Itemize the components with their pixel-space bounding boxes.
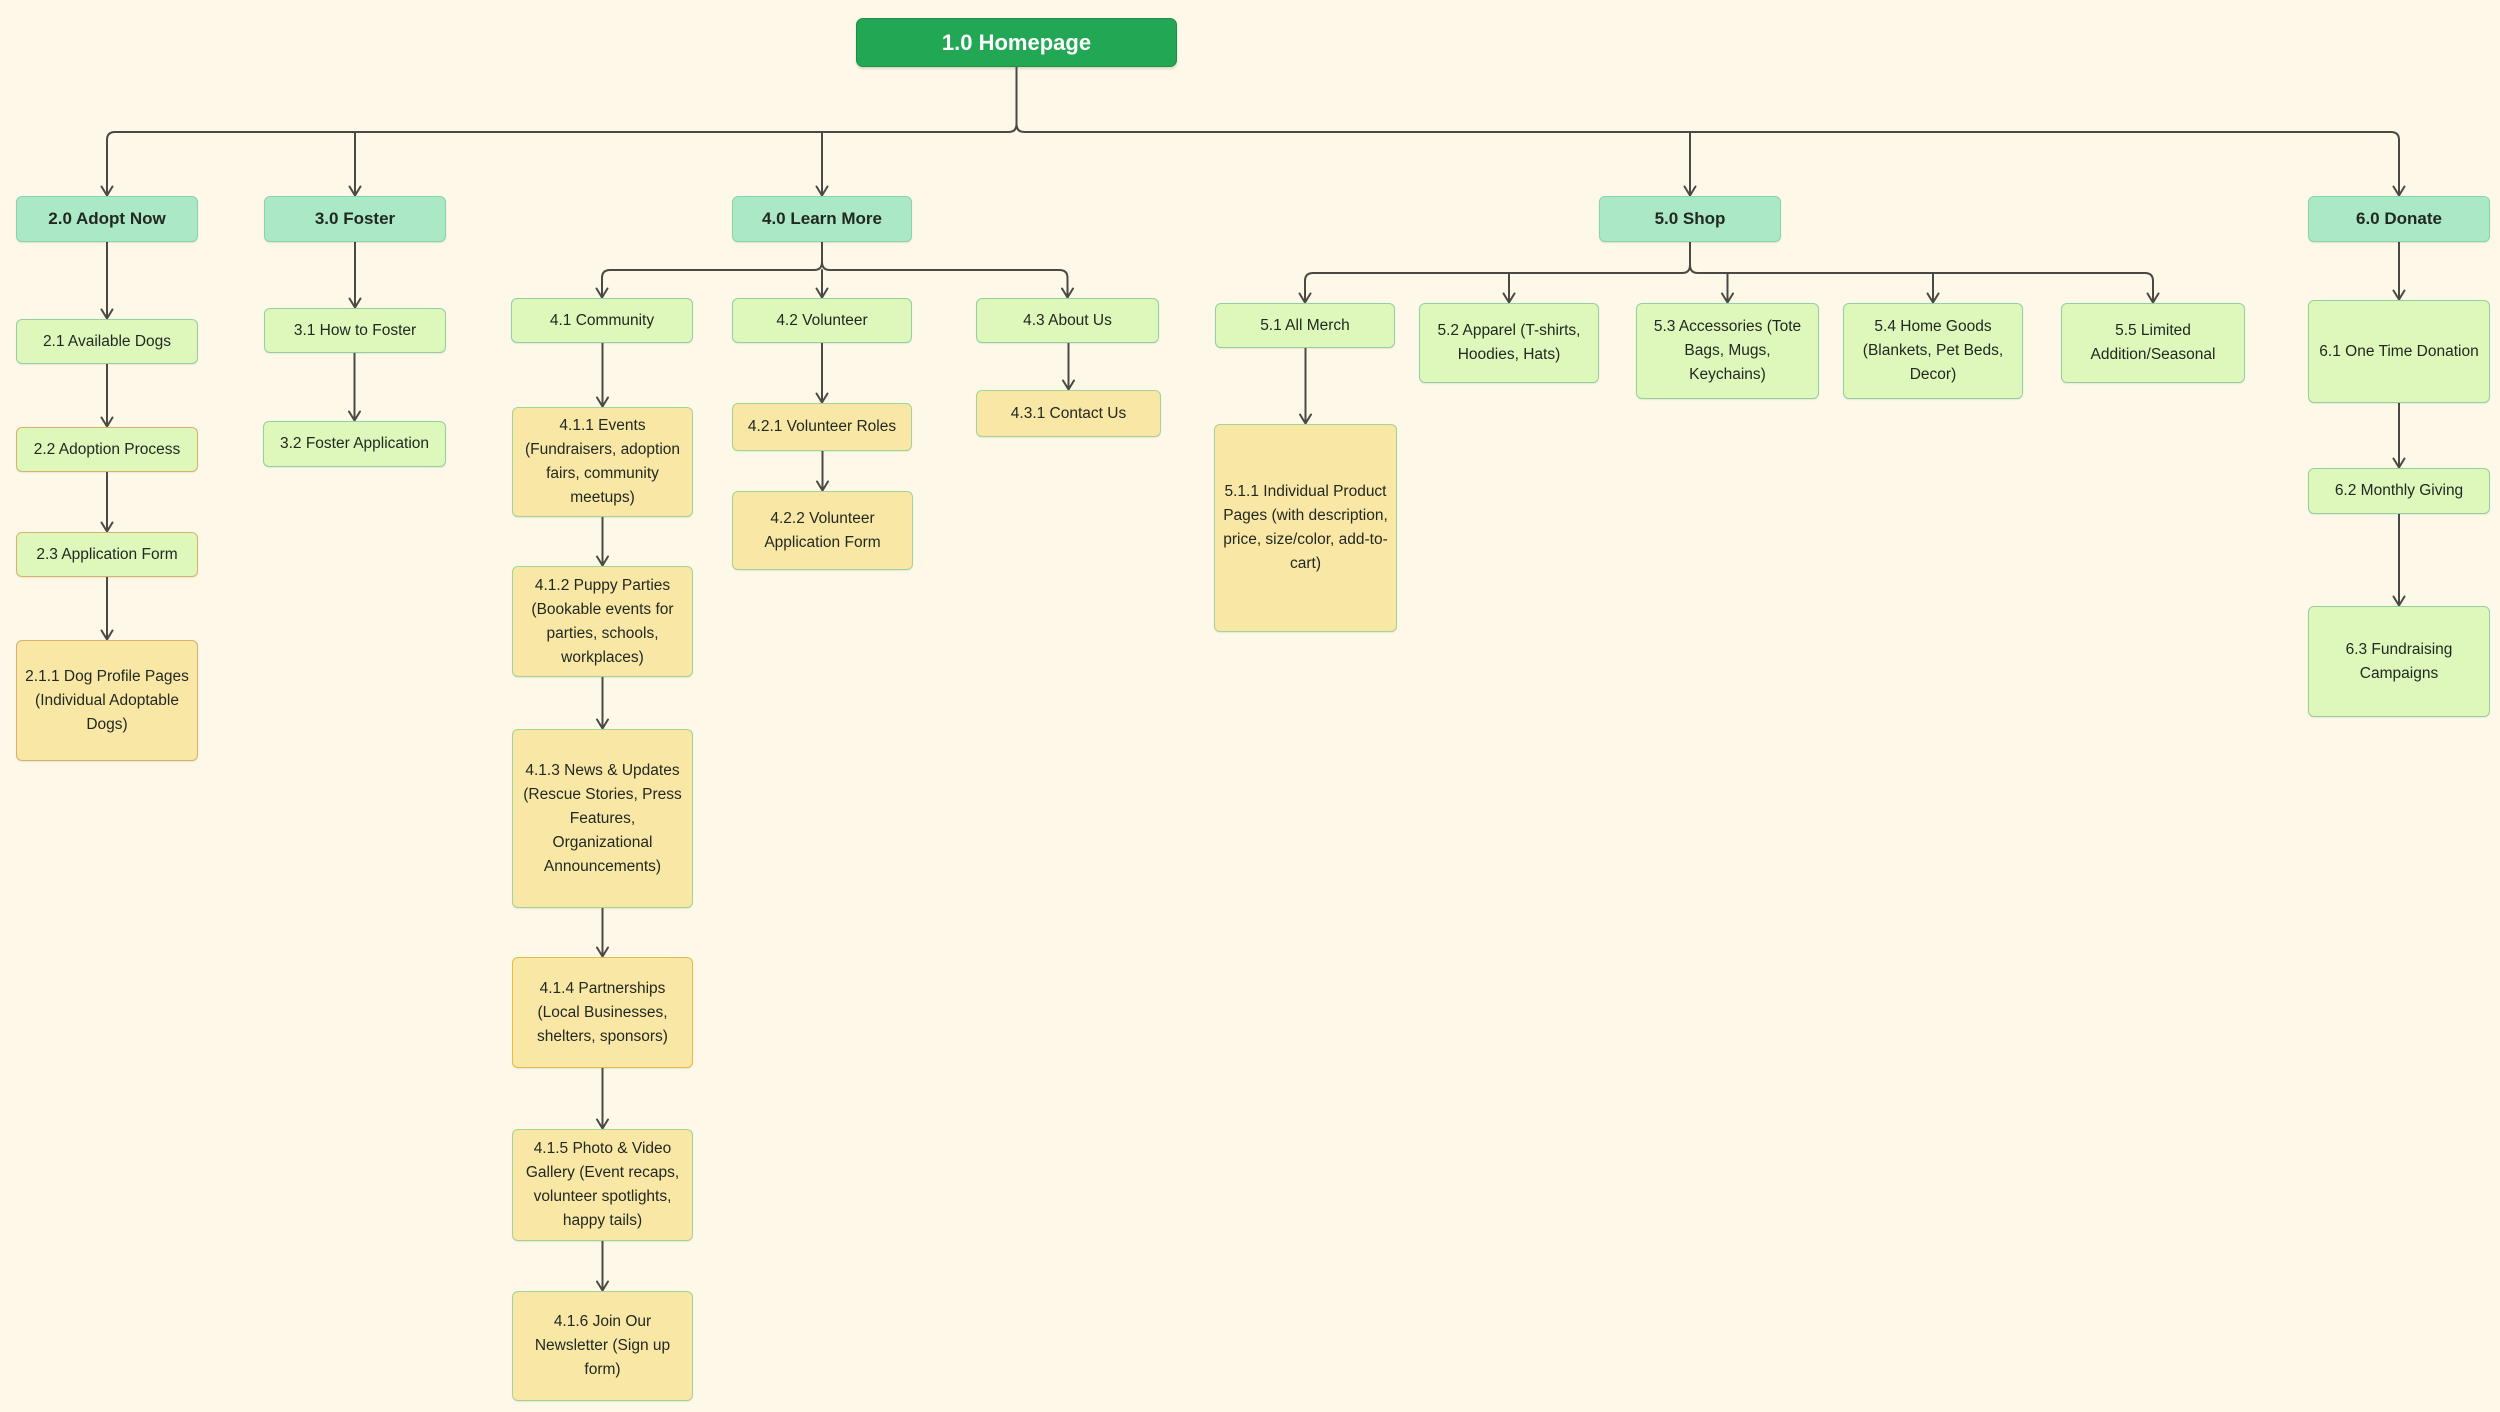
node-5-2-apparel: 5.2 Apparel (T-shirts, Hoodies, Hats) [1419, 303, 1599, 383]
node-4-0-learn-more: 4.0 Learn More [732, 196, 912, 242]
node-4-1-community: 4.1 Community [511, 298, 693, 343]
node-4-2-1-volunteer-roles: 4.2.1 Volunteer Roles [732, 403, 912, 451]
node-5-1-all-merch: 5.1 All Merch [1215, 303, 1395, 348]
node-4-1-5-photo-video-gallery: 4.1.5 Photo & Video Gallery (Event recap… [512, 1129, 693, 1241]
node-5-0-shop: 5.0 Shop [1599, 196, 1781, 242]
node-3-0-foster: 3.0 Foster [264, 196, 446, 242]
node-1-0-homepage: 1.0 Homepage [856, 18, 1177, 67]
node-2-3-application-form: 2.3 Application Form [16, 532, 198, 577]
node-3-2-foster-application: 3.2 Foster Application [263, 421, 446, 467]
node-5-4-home-goods: 5.4 Home Goods (Blankets, Pet Beds, Deco… [1843, 303, 2023, 399]
node-4-3-about-us: 4.3 About Us [976, 298, 1159, 343]
node-2-1-1-dog-profile-pages: 2.1.1 Dog Profile Pages (Individual Adop… [16, 640, 198, 761]
node-2-2-adoption-process: 2.2 Adoption Process [16, 427, 198, 472]
node-4-1-4-partnerships: 4.1.4 Partnerships (Local Businesses, sh… [512, 957, 693, 1068]
node-5-3-accessories: 5.3 Accessories (Tote Bags, Mugs, Keycha… [1636, 303, 1819, 399]
node-5-1-1-individual-product-pages: 5.1.1 Individual Product Pages (with des… [1214, 424, 1397, 632]
node-2-1-available-dogs: 2.1 Available Dogs [16, 319, 198, 364]
node-3-1-how-to-foster: 3.1 How to Foster [264, 308, 446, 353]
node-4-2-2-volunteer-application-form: 4.2.2 Volunteer Application Form [732, 491, 913, 570]
node-4-3-1-contact-us: 4.3.1 Contact Us [976, 390, 1161, 437]
node-4-1-2-puppy-parties: 4.1.2 Puppy Parties (Bookable events for… [512, 566, 693, 677]
node-4-1-3-news-and-updates: 4.1.3 News & Updates (Rescue Stories, Pr… [512, 729, 693, 908]
node-4-2-volunteer: 4.2 Volunteer [732, 298, 912, 343]
node-6-0-donate: 6.0 Donate [2308, 196, 2490, 242]
node-4-1-1-events: 4.1.1 Events (Fundraisers, adoption fair… [512, 407, 693, 517]
node-6-1-one-time-donation: 6.1 One Time Donation [2308, 300, 2490, 403]
node-4-1-6-join-our-newsletter: 4.1.6 Join Our Newsletter (Sign up form) [512, 1291, 693, 1401]
node-2-0-adopt-now: 2.0 Adopt Now [16, 196, 198, 242]
node-6-2-monthly-giving: 6.2 Monthly Giving [2308, 468, 2490, 514]
node-5-5-limited-addition-seasonal: 5.5 Limited Addition/Seasonal [2061, 303, 2245, 383]
node-6-3-fundraising-campaigns: 6.3 Fundraising Campaigns [2308, 606, 2490, 717]
